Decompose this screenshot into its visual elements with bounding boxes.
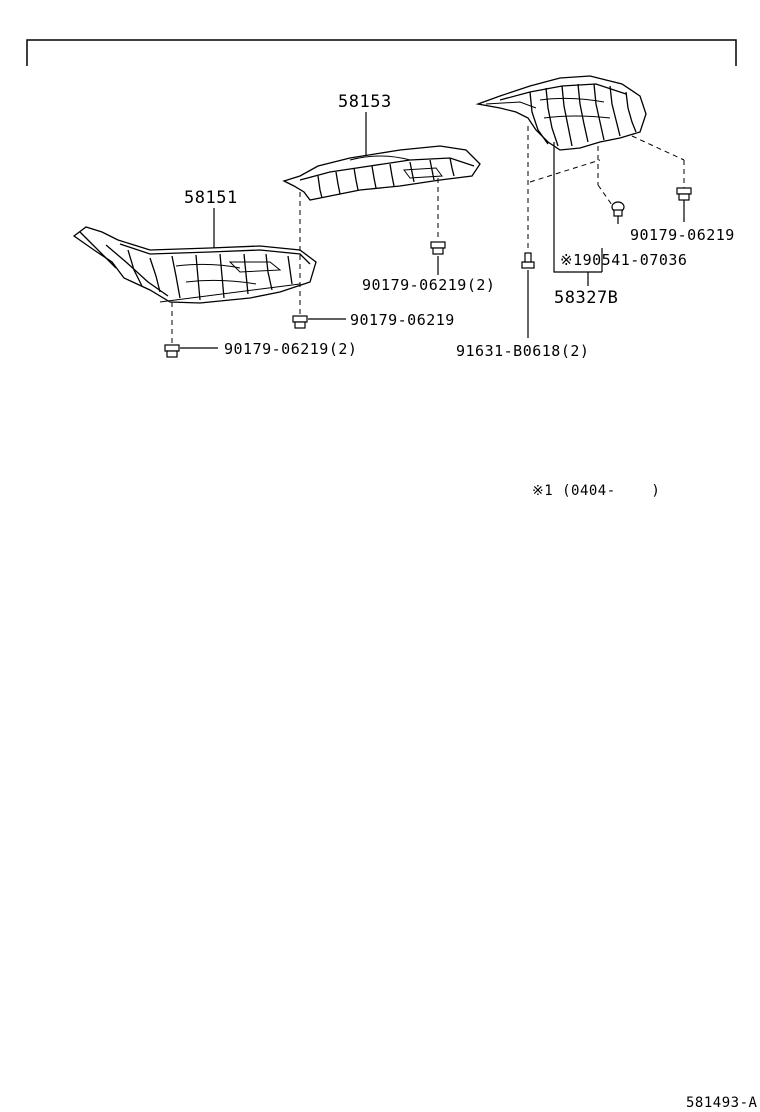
leader-lines: [180, 112, 685, 349]
clip-left: [164, 344, 180, 358]
label-58153: 58153: [338, 92, 392, 112]
heat-insulator-58153: [282, 145, 481, 201]
figure-code: 581493-A: [686, 1095, 758, 1111]
label-90179-06219-center: 90179-06219: [350, 311, 455, 329]
clip-right: [676, 187, 692, 201]
label-91631-b0618: 91631-B0618(2): [456, 342, 590, 360]
label-58327b: 58327B: [554, 288, 619, 308]
label-90179-06219-mid-2: 90179-06219(2): [362, 276, 496, 294]
bolt-91631: [521, 252, 535, 269]
clip-mid: [430, 241, 446, 255]
clip-center: [292, 315, 308, 329]
clip-190541: [611, 201, 625, 217]
label-date-note: ※1 (0404- ): [532, 483, 661, 499]
label-58151: 58151: [184, 188, 238, 208]
heat-insulator-58151: [72, 226, 317, 304]
fasteners: [164, 187, 692, 358]
label-90179-06219-right: 90179-06219: [630, 226, 735, 244]
heat-insulator-58327b: [475, 75, 647, 151]
label-190541-07036: ※190541-07036: [560, 251, 688, 269]
frame-bracket: [26, 39, 737, 66]
label-90179-06219-left-2: 90179-06219(2): [224, 340, 358, 358]
alignment-lines: [171, 126, 685, 345]
